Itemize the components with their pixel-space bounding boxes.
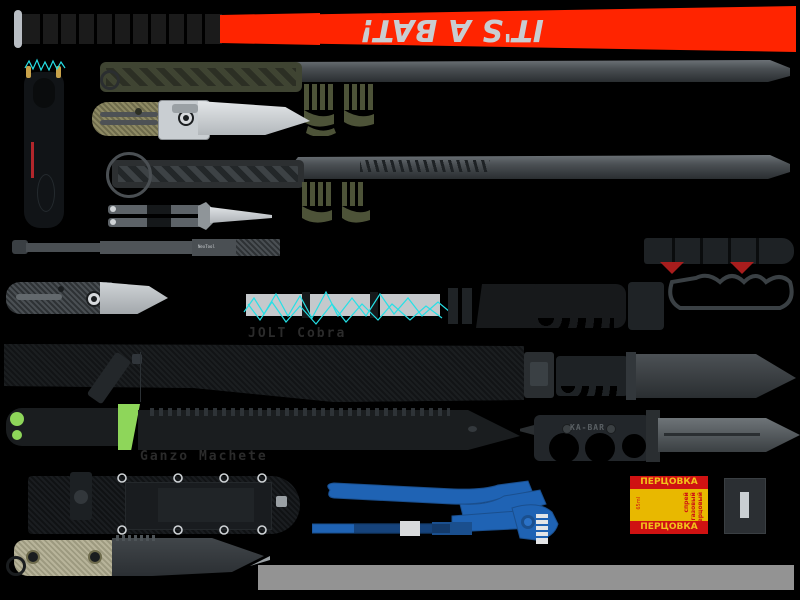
sawmachete-blade: [138, 410, 520, 450]
machete-sheath-body: [4, 344, 524, 402]
baton-handle: [192, 239, 236, 256]
stun-gun-grip-oval: [37, 174, 55, 212]
sawmachete-green-dot-1: [10, 412, 24, 426]
bat-grip: [22, 14, 222, 44]
jolt-cobra-arc-panel-2: [310, 294, 370, 316]
folding-knife-carbon-screw: [58, 286, 64, 292]
folding-knife-olive-clip-2: [100, 120, 158, 125]
trench-knife-rivet-left: [562, 424, 572, 434]
jolt-cobra-label: JOLT Cobra: [248, 326, 347, 341]
balisong-blade: [210, 207, 272, 223]
folding-knife-olive-clip[interactable]: [100, 112, 158, 117]
stun-gun-body: [24, 72, 64, 228]
pepper-spray-brand-bottom: ПЕРЦОВКА: [630, 521, 708, 534]
machete-sheath-seam: [140, 352, 141, 402]
baton-brand-label: NexTool: [198, 244, 215, 249]
pepper-spray-volume: 65ml: [636, 497, 642, 510]
balisong-pin-upper: [110, 206, 116, 212]
stun-gun[interactable]: [16, 58, 72, 228]
electric-arc-icon: [24, 58, 66, 72]
folding-knife-olive-screw: [135, 108, 142, 115]
jolt-cobra-divider-2: [370, 292, 378, 318]
baseball-bat[interactable]: IT'S A BAT!: [0, 2, 800, 57]
tactical-knife-pommel: [628, 282, 664, 330]
survival-knife-lanyard-hole: [6, 556, 26, 576]
bowie-finger-grooves: [560, 386, 622, 398]
baton-segment-1: [26, 243, 100, 252]
sawmachete-handle: [6, 408, 126, 446]
balisong-pin-lower: [110, 219, 116, 225]
bat-text: IT'S A BAT!: [360, 12, 544, 47]
jolt-cobra-electric-arc-icon: [243, 290, 451, 325]
pepper-spray-body: 65ml спрей газовый перцовый: [630, 489, 708, 527]
baton-tip: [12, 240, 28, 254]
gray-status-bar[interactable]: [258, 565, 794, 590]
katana-guard-ring-bottom: [106, 152, 152, 198]
folding-knife-carbon-clip[interactable]: [16, 294, 62, 300]
survival-knife-rivet-1: [26, 550, 40, 564]
survival-knife-jimping: [116, 535, 156, 541]
lighter-window: [740, 492, 749, 518]
survival-knife-blade: [112, 538, 264, 576]
sheath-snap-button[interactable]: [74, 490, 88, 504]
knuckle-baton-shaft: [644, 238, 794, 264]
pipe-wrench-icon: [312, 480, 559, 544]
bat-knob: [14, 10, 22, 48]
stun-gun-switch[interactable]: [31, 142, 34, 178]
balisong-latch-upper: [147, 205, 171, 214]
folding-knife-carbon-pivot[interactable]: [86, 291, 102, 307]
folding-knife-olive-thumbstud: [172, 104, 198, 113]
bowie-guard: [626, 352, 636, 400]
machete-sheath-snap: [132, 354, 142, 364]
pepper-spray-brand-top: ПЕРЦОВКА: [630, 476, 708, 489]
katana-serration-bottom: [360, 160, 490, 172]
jolt-cobra-divider-1: [302, 292, 310, 318]
bowie-blade: [636, 354, 796, 398]
bat-taper: [220, 13, 320, 45]
brass-knuckles-icon: [668, 273, 794, 310]
pepper-spray-can[interactable]: ПЕРЦОВКА 65ml спрей газовый перцовый ПЕР…: [630, 476, 708, 534]
jolt-cobra-arc-panel-3: [380, 294, 440, 316]
folding-knife-olive-blade: [198, 101, 310, 135]
tactical-knife-finger-grooves: [538, 318, 614, 330]
katana-blade-top: [270, 60, 790, 82]
survival-knife-rivet-2: [88, 550, 102, 564]
trench-knife-rivet-right: [606, 424, 616, 434]
ka-bar-brand-label: KA-BAR: [570, 423, 605, 432]
balisong-latch-lower: [147, 218, 171, 227]
gray-bar-corner-accent: [250, 556, 270, 566]
machete-handle-plate: [530, 362, 548, 386]
stun-gun-electrode-right: [56, 66, 61, 78]
sawmachete-hole: [468, 426, 477, 432]
sheath-eyelets-icon: [117, 473, 267, 535]
sawmachete-green-dot-2: [12, 430, 22, 440]
stun-gun-electrode-left: [26, 66, 31, 78]
sheath-buckle: [276, 496, 287, 507]
trench-knife-guard: [646, 410, 660, 462]
bat-barrel: [318, 6, 796, 52]
ganzo-machete-label: Ganzo Machete: [140, 449, 268, 464]
katana-tassel-bottom: [298, 182, 388, 234]
katana-pommel-ring-top: [100, 70, 120, 90]
katana-wrap-bottom: [118, 166, 298, 182]
sheath-pocket-inner: [158, 488, 254, 522]
baton-segment-2: [100, 241, 192, 254]
trench-knife-knuckle-holes-icon: [549, 433, 646, 463]
trench-knife-fuller: [664, 433, 760, 436]
katana-wrap-top: [106, 68, 296, 86]
sawmachete-guard: [118, 404, 140, 450]
folding-knife-carbon-blade: [100, 282, 168, 314]
tactical-knife-guard-a: [448, 288, 458, 324]
sawmachete-saw-teeth: [150, 408, 450, 416]
baton-grip: [236, 239, 280, 256]
tactical-knife-guard-b: [462, 288, 472, 324]
katana-tassel-top: [300, 84, 390, 137]
